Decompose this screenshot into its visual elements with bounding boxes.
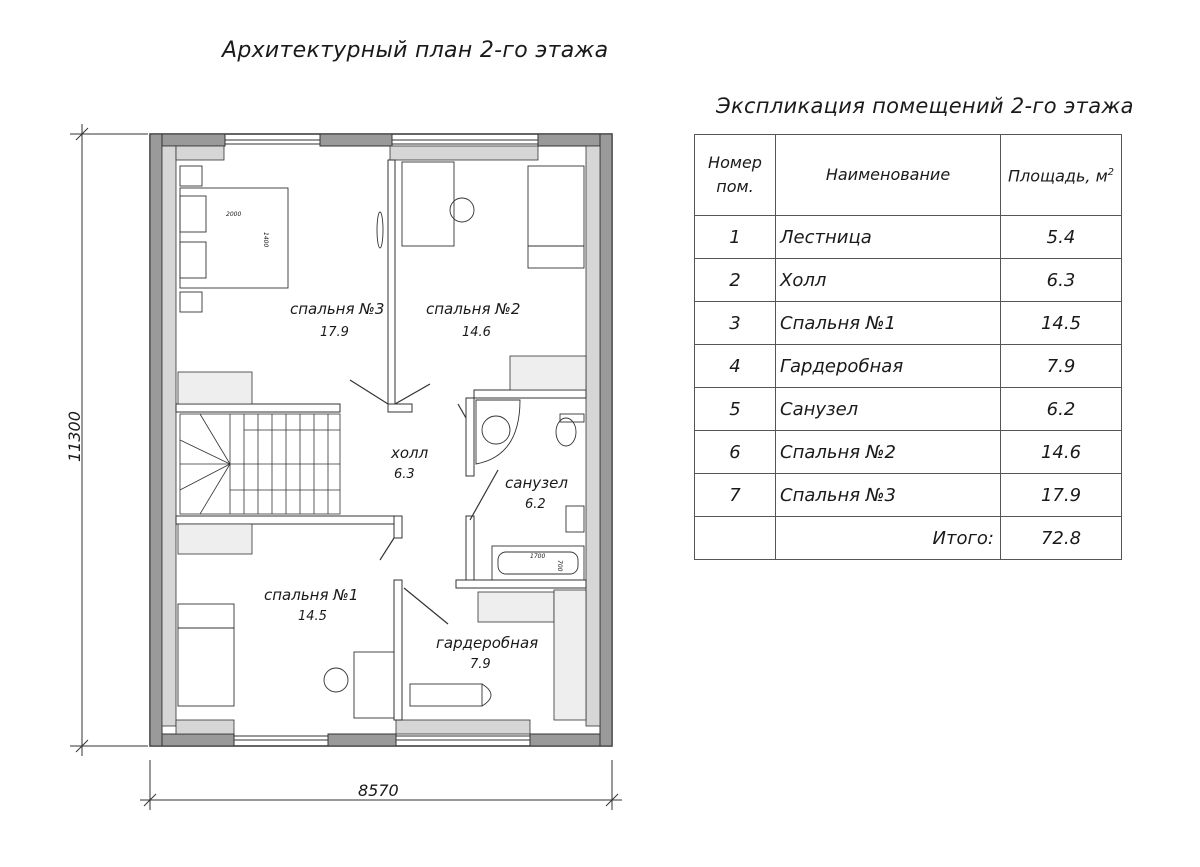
- row-area: 7.9: [1000, 344, 1122, 388]
- row-name: Спальня №1: [775, 301, 1001, 345]
- dimension-width-label: 8570: [358, 781, 399, 800]
- room-label-bedroom3: спальня №3: [290, 300, 384, 318]
- header-number: Номер пом.: [694, 134, 776, 216]
- row-name: Санузел: [775, 387, 1001, 431]
- table-row: 6 Спальня №2 14.6: [694, 430, 1122, 474]
- header-area-text: Площадь, м: [1007, 166, 1108, 186]
- exterior-walls: [149, 133, 613, 747]
- table-row: 3 Спальня №1 14.5: [694, 301, 1122, 345]
- room-label-bedroom2: спальня №2: [426, 300, 520, 318]
- table-row: 2 Холл 6.3: [694, 258, 1122, 302]
- bedroom3-furniture: [179, 165, 384, 313]
- table-row: 1 Лестница 5.4: [694, 215, 1122, 259]
- bedroom2-furniture: [401, 161, 585, 269]
- bathroom-fixtures: [475, 399, 585, 581]
- table-row: 7 Спальня №3 17.9: [694, 473, 1122, 517]
- bed3-length-label: 1400: [262, 232, 269, 247]
- interior-walls: [175, 159, 587, 721]
- row-number: 3: [694, 301, 776, 345]
- doors: [349, 379, 499, 625]
- row-name: Холл: [775, 258, 1001, 302]
- room-area-bedroom3: 17.9: [320, 325, 349, 340]
- room-label-bedroom1: спальня №1: [264, 586, 358, 604]
- room-area-wardrobe: 7.9: [470, 657, 491, 672]
- row-area: 14.6: [1000, 430, 1122, 474]
- row-name: Спальня №2: [775, 430, 1001, 474]
- table-row: 5 Санузел 6.2: [694, 387, 1122, 431]
- row-number: 7: [694, 473, 776, 517]
- wardrobes: [177, 355, 587, 721]
- row-area: 5.4: [1000, 215, 1122, 259]
- row-area: 17.9: [1000, 473, 1122, 517]
- total-empty-cell: [694, 516, 776, 560]
- row-area: 6.2: [1000, 387, 1122, 431]
- dimension-lines: [70, 124, 622, 810]
- room-area-hall: 6.3: [394, 467, 415, 482]
- row-number: 2: [694, 258, 776, 302]
- total-value: 72.8: [1000, 516, 1122, 560]
- row-number: 1: [694, 215, 776, 259]
- header-area-unit: 2: [1107, 167, 1115, 179]
- room-label-bathroom: санузел: [505, 474, 568, 492]
- row-number: 4: [694, 344, 776, 388]
- staircase: [179, 413, 341, 515]
- table-total-row: Итого: 72.8: [694, 516, 1122, 560]
- bath-width-label: 700: [556, 560, 563, 572]
- row-name: Спальня №3: [775, 473, 1001, 517]
- room-label-wardrobe: гардеробная: [436, 634, 538, 652]
- table-header-row: Номер пом. Наименование Площадь, м2: [694, 134, 1122, 216]
- room-label-hall: холл: [390, 444, 429, 462]
- room-area-bedroom1: 14.5: [298, 609, 327, 624]
- room-area-bathroom: 6.2: [525, 497, 546, 512]
- total-label: Итого:: [775, 516, 1001, 560]
- room-area-bedroom2: 14.6: [462, 325, 491, 340]
- bath-length-label: 1700: [530, 553, 545, 560]
- row-number: 6: [694, 430, 776, 474]
- header-area: Площадь, м2: [1000, 134, 1122, 216]
- explication-table: Номер пом. Наименование Площадь, м2 1 Ле…: [694, 134, 1122, 560]
- bed3-width-label: 2000: [226, 211, 241, 218]
- row-name: Лестница: [775, 215, 1001, 259]
- row-name: Гардеробная: [775, 344, 1001, 388]
- explication-title: Экспликация помещений 2-го этажа: [716, 94, 1134, 118]
- header-name: Наименование: [775, 134, 1001, 216]
- wardrobe-room-furniture: [409, 683, 492, 707]
- plan-title: Архитектурный план 2-го этажа: [222, 38, 609, 63]
- table-row: 4 Гардеробная 7.9: [694, 344, 1122, 388]
- row-area: 14.5: [1000, 301, 1122, 345]
- row-number: 5: [694, 387, 776, 431]
- bedroom1-furniture: [177, 603, 395, 719]
- dimension-height-label: 11300: [65, 411, 84, 462]
- row-area: 6.3: [1000, 258, 1122, 302]
